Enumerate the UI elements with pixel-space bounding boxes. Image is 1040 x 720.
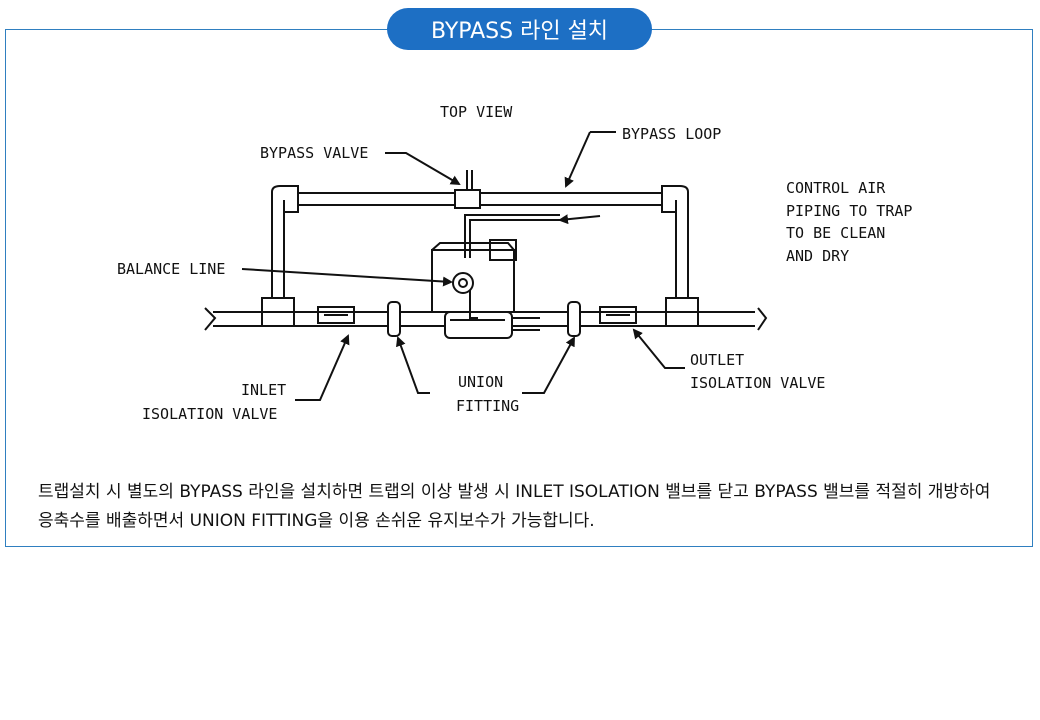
control-air-pipe bbox=[469, 219, 560, 258]
label-union-1: UNION bbox=[458, 373, 503, 391]
diagram-labels: TOP VIEW BYPASS VALVE BYPASS LOOP CONTRO… bbox=[117, 103, 912, 423]
label-control-air-4: AND DRY bbox=[786, 247, 849, 265]
label-bypass-valve: BYPASS VALVE bbox=[260, 144, 368, 162]
elbow-right bbox=[661, 185, 689, 213]
label-union-2: FITTING bbox=[456, 397, 519, 415]
content-frame bbox=[5, 29, 1033, 547]
inlet-valve-body bbox=[317, 306, 355, 324]
label-control-air-2: PIPING TO TRAP bbox=[786, 202, 912, 220]
label-inlet-1: INLET bbox=[241, 381, 286, 399]
elbow-left bbox=[271, 185, 299, 213]
outlet-valve-body bbox=[599, 306, 637, 324]
pipe-break-left bbox=[204, 307, 217, 331]
label-control-air-3: TO BE CLEAN bbox=[786, 224, 885, 242]
label-inlet-2: ISOLATION VALVE bbox=[142, 405, 277, 423]
bypass-valve-body bbox=[454, 189, 481, 209]
pipe-break-right bbox=[757, 307, 768, 331]
inlet-tee bbox=[261, 297, 295, 327]
trap-gauge bbox=[452, 272, 474, 294]
pipe-drawing bbox=[204, 131, 768, 401]
label-balance-line: BALANCE LINE bbox=[117, 260, 225, 278]
description-text: 트랩설치 시 별도의 BYPASS 라인을 설치하면 트랩의 이상 발생 시 I… bbox=[38, 482, 991, 531]
label-top-view: TOP VIEW bbox=[440, 103, 513, 121]
label-outlet-1: OUTLET bbox=[690, 351, 744, 369]
label-bypass-loop: BYPASS LOOP bbox=[622, 125, 721, 143]
union-right bbox=[567, 301, 581, 337]
title-banner: BYPASS 라인 설치 bbox=[387, 8, 652, 50]
bypass-valve-stem bbox=[466, 170, 473, 190]
page-title: BYPASS 라인 설치 bbox=[430, 19, 609, 44]
label-outlet-2: ISOLATION VALVE bbox=[690, 374, 825, 392]
trap-drain bbox=[444, 311, 513, 339]
union-left bbox=[387, 301, 401, 337]
outlet-tee bbox=[665, 297, 699, 327]
label-control-air-1: CONTROL AIR bbox=[786, 179, 886, 197]
